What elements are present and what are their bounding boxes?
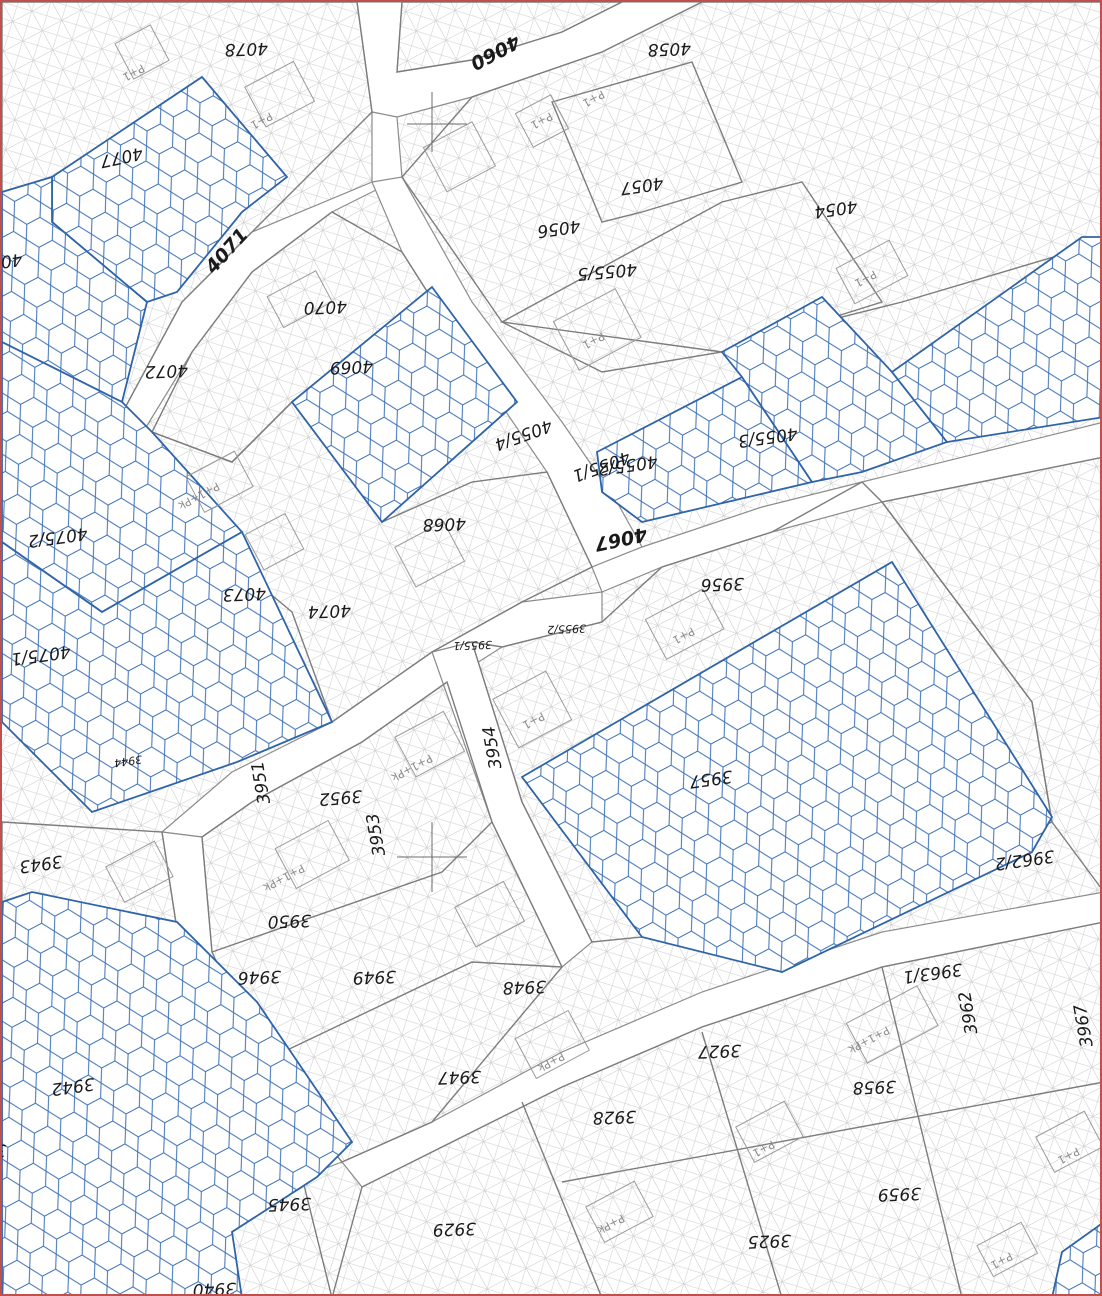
parcel-label: 4070 <box>303 296 347 317</box>
parcel-4055-3 <box>720 295 949 484</box>
parcel-label: 3958 <box>852 1076 896 1098</box>
parcel-label: 3950 <box>267 910 311 931</box>
parcel-3957 <box>520 560 1054 973</box>
road-4067 <box>591 422 1100 593</box>
parcel-4055-3-east <box>890 236 1100 443</box>
parcel-label: 3941 <box>2 1140 6 1161</box>
parcel-label: 3927 <box>697 1040 741 1062</box>
parcel-label: 4058 <box>647 38 691 60</box>
parcel-label: 4069 <box>329 356 373 377</box>
parcel-label: 4074 <box>307 600 351 621</box>
parcel-east-corner <box>1051 1223 1100 1294</box>
parcel-label: 4078 <box>224 38 268 60</box>
parcel-label: 3940 <box>192 1278 236 1296</box>
parcel-label: 3955/1 <box>453 638 492 652</box>
parcel-label: 3946 <box>237 966 281 988</box>
parcel-label: 3928 <box>592 1106 636 1128</box>
parcel-label: 3948 <box>502 976 546 998</box>
parcel-label: 3944 <box>113 753 143 770</box>
parcel-4075-1 <box>2 530 334 814</box>
parcel-4076 <box>2 175 149 404</box>
parcel-label: 3929 <box>432 1218 476 1239</box>
parcel-label: 3945 <box>267 1193 311 1214</box>
survey-cross-icon <box>407 92 467 152</box>
survey-marks <box>397 92 467 892</box>
highlighted-parcels <box>2 75 1100 1294</box>
parcel-label: 4072 <box>144 360 188 381</box>
survey-cross-icon <box>397 822 467 892</box>
parcel-label: 3956 <box>700 573 744 595</box>
parcel-label: 3925 <box>747 1230 791 1251</box>
parcel-4069 <box>290 285 519 524</box>
parcel-label: 4068 <box>422 513 466 535</box>
buildings <box>105 24 1100 1278</box>
parcel-label: 3952 <box>318 785 363 809</box>
parcel-label: 3955/2 <box>547 622 586 636</box>
parcel-4055-2 <box>596 375 814 523</box>
parcel-label: 3949 <box>352 966 396 987</box>
parcel-label: 4073 <box>222 583 266 604</box>
parcel-label: 3959 <box>877 1183 921 1204</box>
parcel-label: 4076 <box>2 249 24 275</box>
parcel-label: 3947 <box>437 1066 481 1088</box>
parcel-3942 <box>2 891 354 1294</box>
